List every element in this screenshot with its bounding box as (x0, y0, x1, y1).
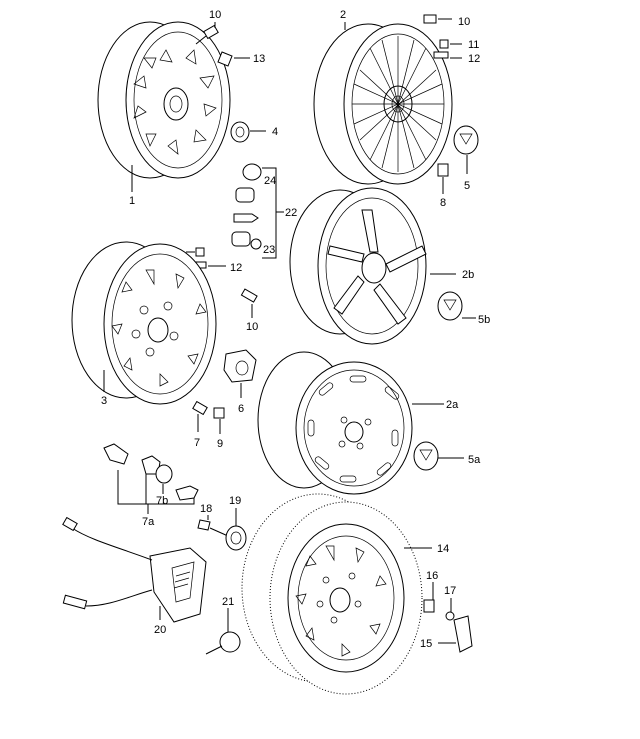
label-24: 24 (264, 175, 276, 187)
label-10-top: 10 (209, 9, 221, 21)
part-13 (217, 51, 233, 67)
part-5a-cap (413, 441, 439, 471)
part-5b-cap (437, 291, 463, 321)
part-6-cap (223, 349, 257, 383)
part-11-top (439, 39, 449, 49)
label-5b: 5b (478, 314, 490, 326)
label-19: 19 (229, 495, 241, 507)
label-7: 7 (194, 437, 200, 449)
label-2a: 2a (446, 399, 459, 411)
label-23: 23 (263, 244, 275, 256)
part-5-cap (453, 125, 479, 155)
label-15: 15 (420, 638, 432, 650)
wheel-1 (97, 21, 231, 179)
part-19-cap (225, 525, 247, 551)
wheel-2 (313, 23, 453, 185)
part-22-lock (231, 187, 262, 250)
label-8: 8 (440, 197, 446, 209)
label-10-mid: 10 (246, 321, 258, 333)
label-7a: 7a (142, 516, 155, 528)
wheel-3 (71, 241, 217, 405)
part-24 (242, 163, 262, 181)
part-9-nut (213, 407, 225, 419)
part-11-mid (195, 247, 205, 257)
part-4-cap (230, 121, 250, 143)
label-12-mid: 12 (230, 262, 242, 274)
part-20-compressor (62, 516, 207, 623)
label-5a: 5a (468, 454, 481, 466)
label-2b: 2b (462, 269, 474, 281)
label-6: 6 (238, 403, 244, 415)
label-9: 9 (217, 438, 223, 450)
label-22: 22 (285, 207, 297, 219)
label-16: 16 (426, 570, 438, 582)
label-1: 1 (129, 195, 135, 207)
part-16-bolt (423, 599, 435, 613)
part-17-nut (445, 611, 455, 621)
wheel-14-spare (241, 493, 423, 695)
part-10-mid (240, 288, 258, 303)
label-10-right: 10 (458, 16, 470, 28)
part-10-valve (195, 24, 219, 45)
label-5: 5 (464, 180, 470, 192)
label-7b: 7b (156, 495, 168, 507)
part-12-top (433, 51, 449, 59)
part-18-valve (197, 519, 229, 537)
label-18: 18 (200, 503, 212, 515)
label-13: 13 (253, 53, 265, 65)
label-2: 2 (340, 9, 346, 21)
label-11-top: 11 (468, 39, 479, 51)
bracket-22 (262, 167, 277, 259)
label-14: 14 (437, 543, 449, 555)
part-7-bolt (192, 400, 208, 416)
label-21: 21 (222, 596, 234, 608)
part-7a-lockset (103, 443, 199, 501)
label-3: 3 (101, 395, 107, 407)
label-12-top: 12 (468, 53, 480, 65)
wheel-2a (257, 351, 413, 495)
part-8-nut (437, 163, 449, 177)
part-21-adapter (205, 631, 241, 655)
label-20: 20 (154, 624, 166, 636)
part-10-bolt (423, 14, 437, 24)
wheel-2b (289, 187, 427, 345)
label-17: 17 (444, 585, 456, 597)
part-15-bracket (453, 615, 473, 653)
label-4: 4 (272, 126, 278, 138)
